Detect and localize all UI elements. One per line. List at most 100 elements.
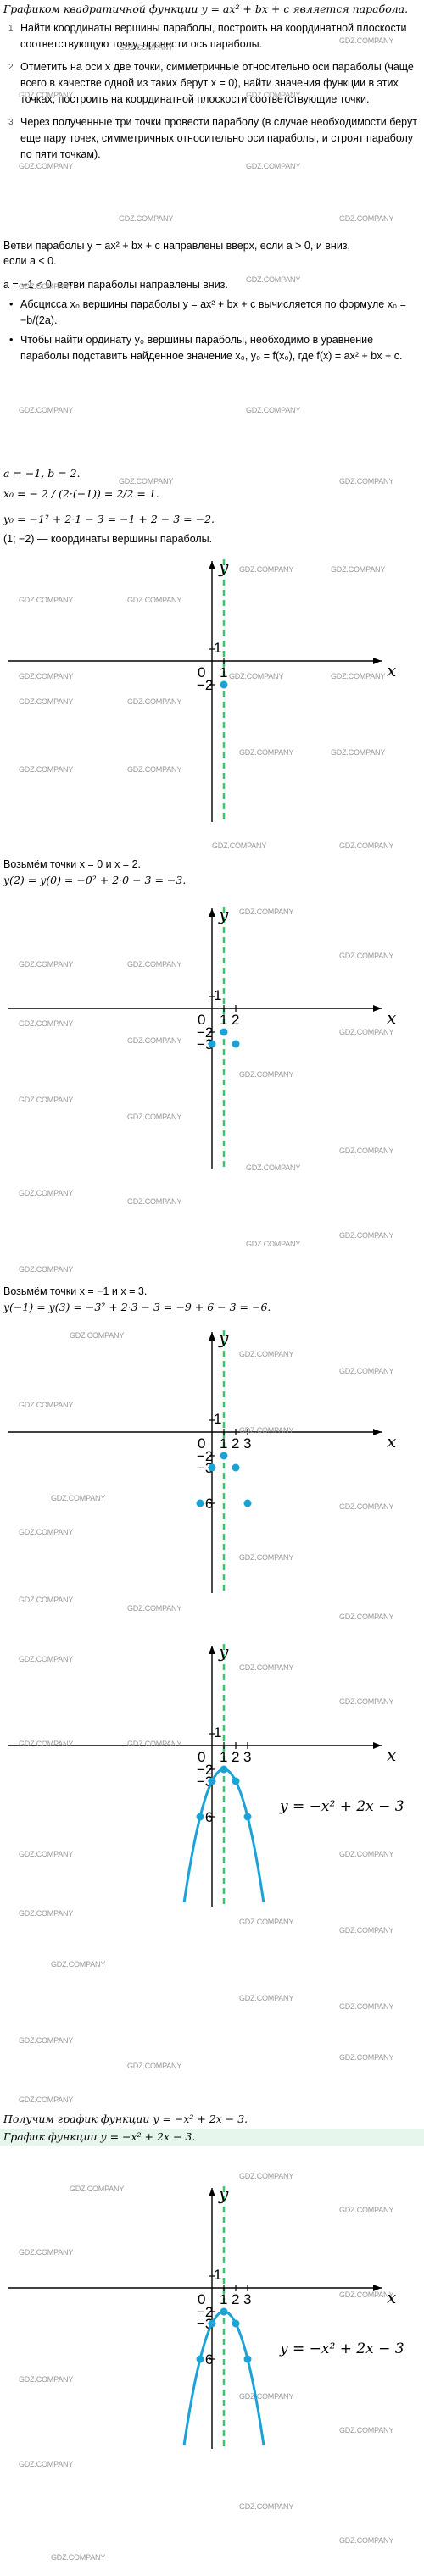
watermark: GDZ.COMPANY — [127, 1740, 182, 1748]
watermark: GDZ.COMPANY — [339, 2290, 394, 2299]
watermark: GDZ.COMPANY — [331, 748, 386, 757]
watermark: GDZ.COMPANY — [19, 2460, 74, 2468]
x-tick-label: 3 — [243, 1435, 251, 1452]
watermark: GDZ.COMPANY — [19, 1189, 74, 1197]
step-item: 2 Отметить на оси x две точки, симметрич… — [8, 59, 419, 108]
watermark: GDZ.COMPANY — [119, 43, 174, 52]
watermark: GDZ.COMPANY — [19, 2096, 74, 2104]
y-tick-label: 1 — [214, 1724, 221, 1740]
y-tick-label: −2 — [197, 1762, 213, 1778]
watermark: GDZ.COMPANY — [19, 960, 74, 969]
watermark: GDZ.COMPANY — [19, 672, 74, 680]
watermark: GDZ.COMPANY — [127, 1036, 182, 1045]
x-tick-label: 1 — [220, 1749, 227, 1765]
data-point — [208, 1463, 216, 1472]
curve-label: y = −x² + 2x − 3 — [279, 1798, 404, 1815]
step-text: Через полученные три точки провести пара… — [20, 116, 417, 160]
y-axis-arrow — [209, 1332, 215, 1341]
y-tick-label: −2 — [197, 677, 213, 693]
watermark: GDZ.COMPANY — [239, 1070, 294, 1079]
x-tick-label: 1 — [220, 664, 227, 680]
curve-label: y = −x² + 2x − 3 — [279, 2340, 404, 2357]
watermark: GDZ.COMPANY — [127, 697, 182, 706]
watermark: GDZ.COMPANY — [51, 1494, 106, 1502]
watermark: GDZ.COMPANY — [19, 1528, 74, 1536]
x-tick-label: 1 — [220, 1435, 227, 1452]
watermark: GDZ.COMPANY — [51, 2553, 106, 2562]
y-axis-label: y — [218, 1328, 229, 1348]
watermark: GDZ.COMPANY — [119, 477, 174, 486]
watermark: GDZ.COMPANY — [339, 1697, 394, 1706]
highlight-band — [0, 2129, 424, 2146]
watermark: GDZ.COMPANY — [127, 1604, 182, 1613]
data-point — [220, 1765, 228, 1774]
watermark: GDZ.COMPANY — [339, 1850, 394, 1858]
list-item: • Абсцисса x₀ вершины параболы y = ax² +… — [9, 297, 419, 329]
y-axis-label: y — [218, 557, 229, 577]
watermark: GDZ.COMPANY — [339, 2536, 394, 2545]
origin-label: 0 — [198, 2291, 205, 2307]
bullet-text: Чтобы найти ординату y₀ вершины параболы… — [20, 334, 403, 362]
watermark: GDZ.COMPANY — [331, 672, 386, 680]
y0-calculation: y₀ = −1² + 2·1 − 3 = −1 + 2 − 3 = −2. — [3, 513, 215, 525]
watermark: GDZ.COMPANY — [246, 1240, 301, 1248]
watermark: GDZ.COMPANY — [246, 275, 301, 284]
watermark: GDZ.COMPANY — [19, 1655, 74, 1663]
y-axis-label: y — [218, 1641, 229, 1662]
y-tick-label: 1 — [214, 1411, 221, 1427]
watermark: GDZ.COMPANY — [127, 1113, 182, 1121]
watermark: GDZ.COMPANY — [70, 2185, 125, 2193]
watermark: GDZ.COMPANY — [339, 1502, 394, 1511]
watermark: GDZ.COMPANY — [339, 1926, 394, 1935]
x-axis-label: x — [387, 660, 396, 680]
data-point — [208, 1040, 216, 1048]
data-point — [196, 2355, 204, 2363]
watermark: GDZ.COMPANY — [246, 162, 301, 170]
watermark: GDZ.COMPANY — [239, 565, 294, 574]
list-item: • Чтобы найти ординату y₀ вершины парабо… — [9, 332, 419, 364]
step3-values: y(−1) = y(3) = −3² + 2·3 − 3 = −9 + 6 − … — [3, 1301, 271, 1313]
x-axis-label: x — [387, 2287, 396, 2307]
watermark: GDZ.COMPANY — [19, 1096, 74, 1104]
y-tick-label: −3 — [197, 1460, 213, 1476]
highlight-line: График функции y = −x² + 2x − 3. — [3, 2130, 196, 2143]
data-point — [196, 1499, 204, 1507]
x-tick-label: 1 — [220, 2291, 227, 2307]
step3-points: Возьмём точки x = −1 и x = 3. — [3, 1285, 148, 1297]
x-axis-arrow — [373, 1429, 382, 1435]
watermark: GDZ.COMPANY — [212, 841, 267, 850]
y-tick-label: −3 — [197, 1036, 213, 1052]
watermark: GDZ.COMPANY — [339, 841, 394, 850]
step-text: Отметить на оси x две точки, симметричны… — [20, 61, 414, 105]
data-point — [208, 2319, 216, 2328]
x-tick-label: 3 — [243, 2291, 251, 2307]
watermark: GDZ.COMPANY — [246, 1163, 301, 1172]
bullet-mark: • — [9, 334, 14, 346]
y-axis-arrow — [209, 2188, 215, 2196]
watermark: GDZ.COMPANY — [339, 1146, 394, 1155]
y-tick-label: −2 — [197, 1448, 213, 1464]
watermark: GDZ.COMPANY — [19, 1740, 74, 1748]
watermark: GDZ.COMPANY — [339, 477, 394, 486]
watermark: GDZ.COMPANY — [339, 1367, 394, 1375]
data-point — [220, 1452, 228, 1460]
watermark: GDZ.COMPANY — [239, 2502, 294, 2511]
step-number: 1 — [8, 24, 14, 33]
origin-label: 0 — [198, 1435, 205, 1452]
vertex-rules: • Абсцисса x₀ вершины параболы y = ax² +… — [0, 297, 424, 368]
watermark: GDZ.COMPANY — [246, 406, 301, 414]
data-point — [220, 2307, 228, 2316]
watermark: GDZ.COMPANY — [19, 1265, 74, 1274]
x-axis-arrow — [373, 1005, 382, 1012]
watermark: GDZ.COMPANY — [339, 1028, 394, 1036]
watermark: GDZ.COMPANY — [239, 2172, 294, 2180]
watermark: GDZ.COMPANY — [127, 765, 182, 774]
watermark: GDZ.COMPANY — [19, 697, 74, 706]
watermark: GDZ.COMPANY — [339, 2426, 394, 2434]
